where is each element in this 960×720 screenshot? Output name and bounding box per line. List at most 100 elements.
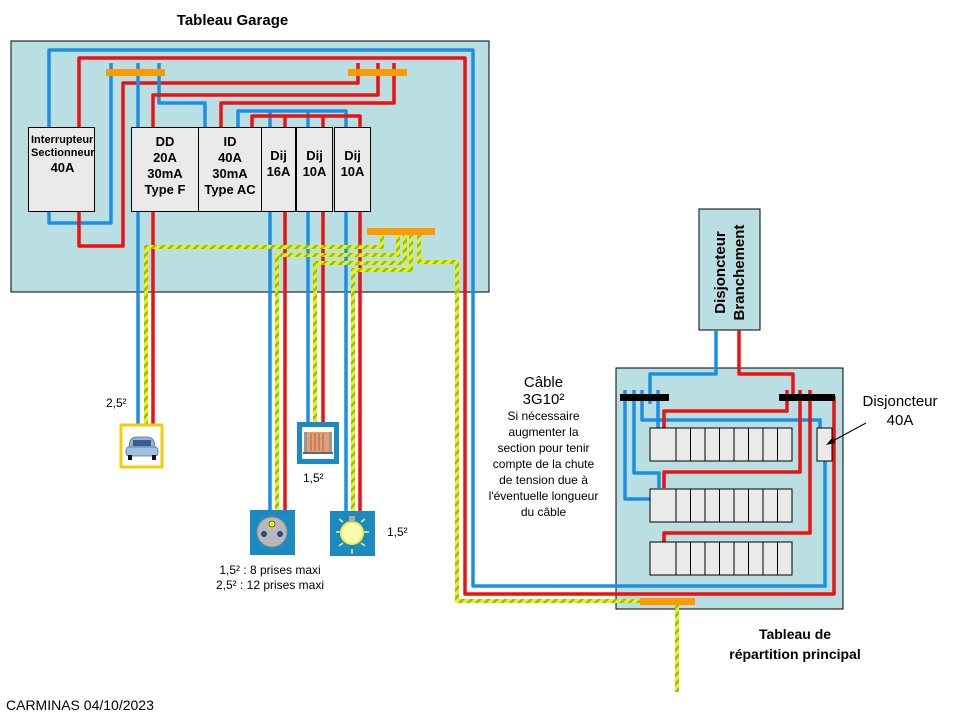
neutral-wire bbox=[471, 290, 827, 588]
row-breaker[interactable] bbox=[762, 488, 778, 523]
row-breaker[interactable] bbox=[748, 541, 764, 576]
phase-wire bbox=[77, 63, 360, 248]
disjoncteur-40a-label: Disjoncteur 40A bbox=[855, 392, 945, 430]
row-breaker[interactable] bbox=[762, 541, 778, 576]
row-breaker[interactable] bbox=[690, 541, 706, 576]
breaker-row bbox=[649, 541, 793, 576]
cable-note-title: 3G10² bbox=[522, 391, 565, 408]
row-main-switch[interactable] bbox=[649, 427, 677, 462]
cable-note-line: de tension due à bbox=[499, 473, 588, 487]
earth-wire bbox=[417, 232, 680, 603]
breaker-rows bbox=[649, 427, 793, 576]
module-label: Dij bbox=[306, 148, 323, 163]
phase-wire bbox=[737, 330, 795, 396]
earth-busbar-main bbox=[640, 598, 695, 605]
car-icon bbox=[125, 436, 159, 460]
row-breaker[interactable] bbox=[704, 427, 720, 462]
row-breaker[interactable] bbox=[733, 488, 749, 523]
row-breaker[interactable] bbox=[733, 541, 749, 576]
row-breaker[interactable] bbox=[675, 488, 691, 523]
phase-wire bbox=[250, 114, 362, 127]
car-section-label: 2,5² bbox=[106, 396, 127, 410]
busbar-right bbox=[348, 69, 407, 76]
module-label: Dij bbox=[270, 148, 287, 163]
module-rating: 40A bbox=[50, 160, 75, 175]
row-breaker[interactable] bbox=[748, 488, 764, 523]
earth-wire bbox=[275, 232, 400, 512]
cable-note: Câble 3G10² Si nécessaire augmenter la s… bbox=[486, 374, 601, 520]
label-line: 40A bbox=[886, 412, 914, 429]
differential-breaker-dd[interactable]: DD 20A 30mA Type F bbox=[131, 127, 199, 212]
cable-note-line: compte de la chute bbox=[492, 457, 595, 471]
outlet-load[interactable] bbox=[250, 510, 295, 555]
breaker-dij-10a-light[interactable]: Dij 10A bbox=[334, 127, 371, 212]
row-breaker[interactable] bbox=[777, 488, 793, 523]
row-breaker[interactable] bbox=[719, 427, 735, 462]
cable-note-title: Câble bbox=[523, 374, 564, 391]
row-breaker[interactable] bbox=[719, 488, 735, 523]
neutral-wire bbox=[648, 330, 718, 404]
earth-busbar-garage bbox=[367, 228, 435, 235]
earth-wire bbox=[351, 232, 413, 513]
breaker-row bbox=[649, 488, 793, 523]
row-breaker[interactable] bbox=[762, 427, 778, 462]
arrow-head bbox=[826, 437, 835, 445]
earth-wire bbox=[144, 232, 384, 426]
module-label: Interrupteur bbox=[31, 134, 94, 146]
row-breaker[interactable] bbox=[719, 541, 735, 576]
row-breaker[interactable] bbox=[704, 488, 720, 523]
main-panel-title: Tableau de répartition principal bbox=[720, 624, 870, 664]
branchement-label: Disjoncteur Branchement bbox=[700, 212, 770, 333]
cable-note-line: du câble bbox=[520, 505, 567, 519]
outlet-note-line: 2,5² : 12 prises maxi bbox=[215, 578, 325, 592]
gate-load[interactable] bbox=[297, 422, 339, 464]
cable-note-line: augmenter la bbox=[508, 425, 579, 439]
light-load[interactable] bbox=[330, 511, 375, 556]
module-label: 10A bbox=[340, 164, 365, 179]
light-section-label: 1,5² bbox=[387, 525, 408, 539]
footer-credit: CARMINAS 04/10/2023 bbox=[6, 697, 154, 713]
branchement-line: Branchement bbox=[731, 224, 748, 321]
gate-section-label: 1,5² bbox=[303, 471, 324, 485]
gate-icon bbox=[303, 432, 333, 454]
row-breaker[interactable] bbox=[690, 488, 706, 523]
module-label: Dij bbox=[344, 148, 361, 163]
title-line: Tableau de bbox=[758, 626, 832, 642]
row-breaker[interactable] bbox=[690, 427, 706, 462]
row-breaker[interactable] bbox=[704, 541, 720, 576]
module-label: 10A bbox=[302, 164, 327, 179]
row-breaker[interactable] bbox=[777, 541, 793, 576]
module-label: 40A bbox=[218, 150, 242, 165]
module-label: Sectionneur bbox=[31, 147, 95, 159]
interrupteur-sectionneur[interactable]: Interrupteur Sectionneur 40A bbox=[28, 127, 95, 212]
breaker-dij-10a-gate[interactable]: Dij 10A bbox=[296, 127, 333, 212]
breaker-row bbox=[649, 427, 793, 462]
label-line: Disjoncteur bbox=[862, 393, 938, 410]
cable-note-line: Si nécessaire bbox=[507, 409, 580, 423]
neutral-wire bbox=[47, 48, 475, 290]
breaker-dij-16a[interactable]: Dij 16A bbox=[261, 127, 296, 212]
neutral-wire bbox=[157, 63, 207, 127]
branchement-line: Disjoncteur bbox=[712, 231, 729, 314]
earth-wire bbox=[313, 232, 407, 423]
title-line: répartition principal bbox=[729, 646, 861, 662]
row-breaker[interactable] bbox=[733, 427, 749, 462]
row-breaker[interactable] bbox=[777, 427, 793, 462]
row-main-switch[interactable] bbox=[649, 488, 677, 523]
row-breaker[interactable] bbox=[748, 427, 764, 462]
module-label: 20A bbox=[153, 150, 177, 165]
module-label: Type AC bbox=[204, 182, 256, 197]
row-breaker[interactable] bbox=[675, 541, 691, 576]
phase-wire bbox=[151, 63, 380, 127]
phase-wire bbox=[219, 63, 396, 127]
car-load[interactable] bbox=[119, 423, 164, 469]
outlet-note-line: 1,5² : 8 prises maxi bbox=[219, 563, 321, 577]
cable-note-line: l'éventuelle longueur bbox=[488, 489, 599, 503]
row-breaker[interactable] bbox=[675, 427, 691, 462]
neutral-wire bbox=[623, 390, 822, 510]
neutral-wire bbox=[236, 109, 348, 127]
disjoncteur-40a-module[interactable] bbox=[816, 427, 833, 462]
outlet-icon bbox=[256, 516, 288, 548]
row-main-switch[interactable] bbox=[649, 541, 677, 576]
differential-switch-id[interactable]: ID 40A 30mA Type AC bbox=[198, 127, 262, 212]
